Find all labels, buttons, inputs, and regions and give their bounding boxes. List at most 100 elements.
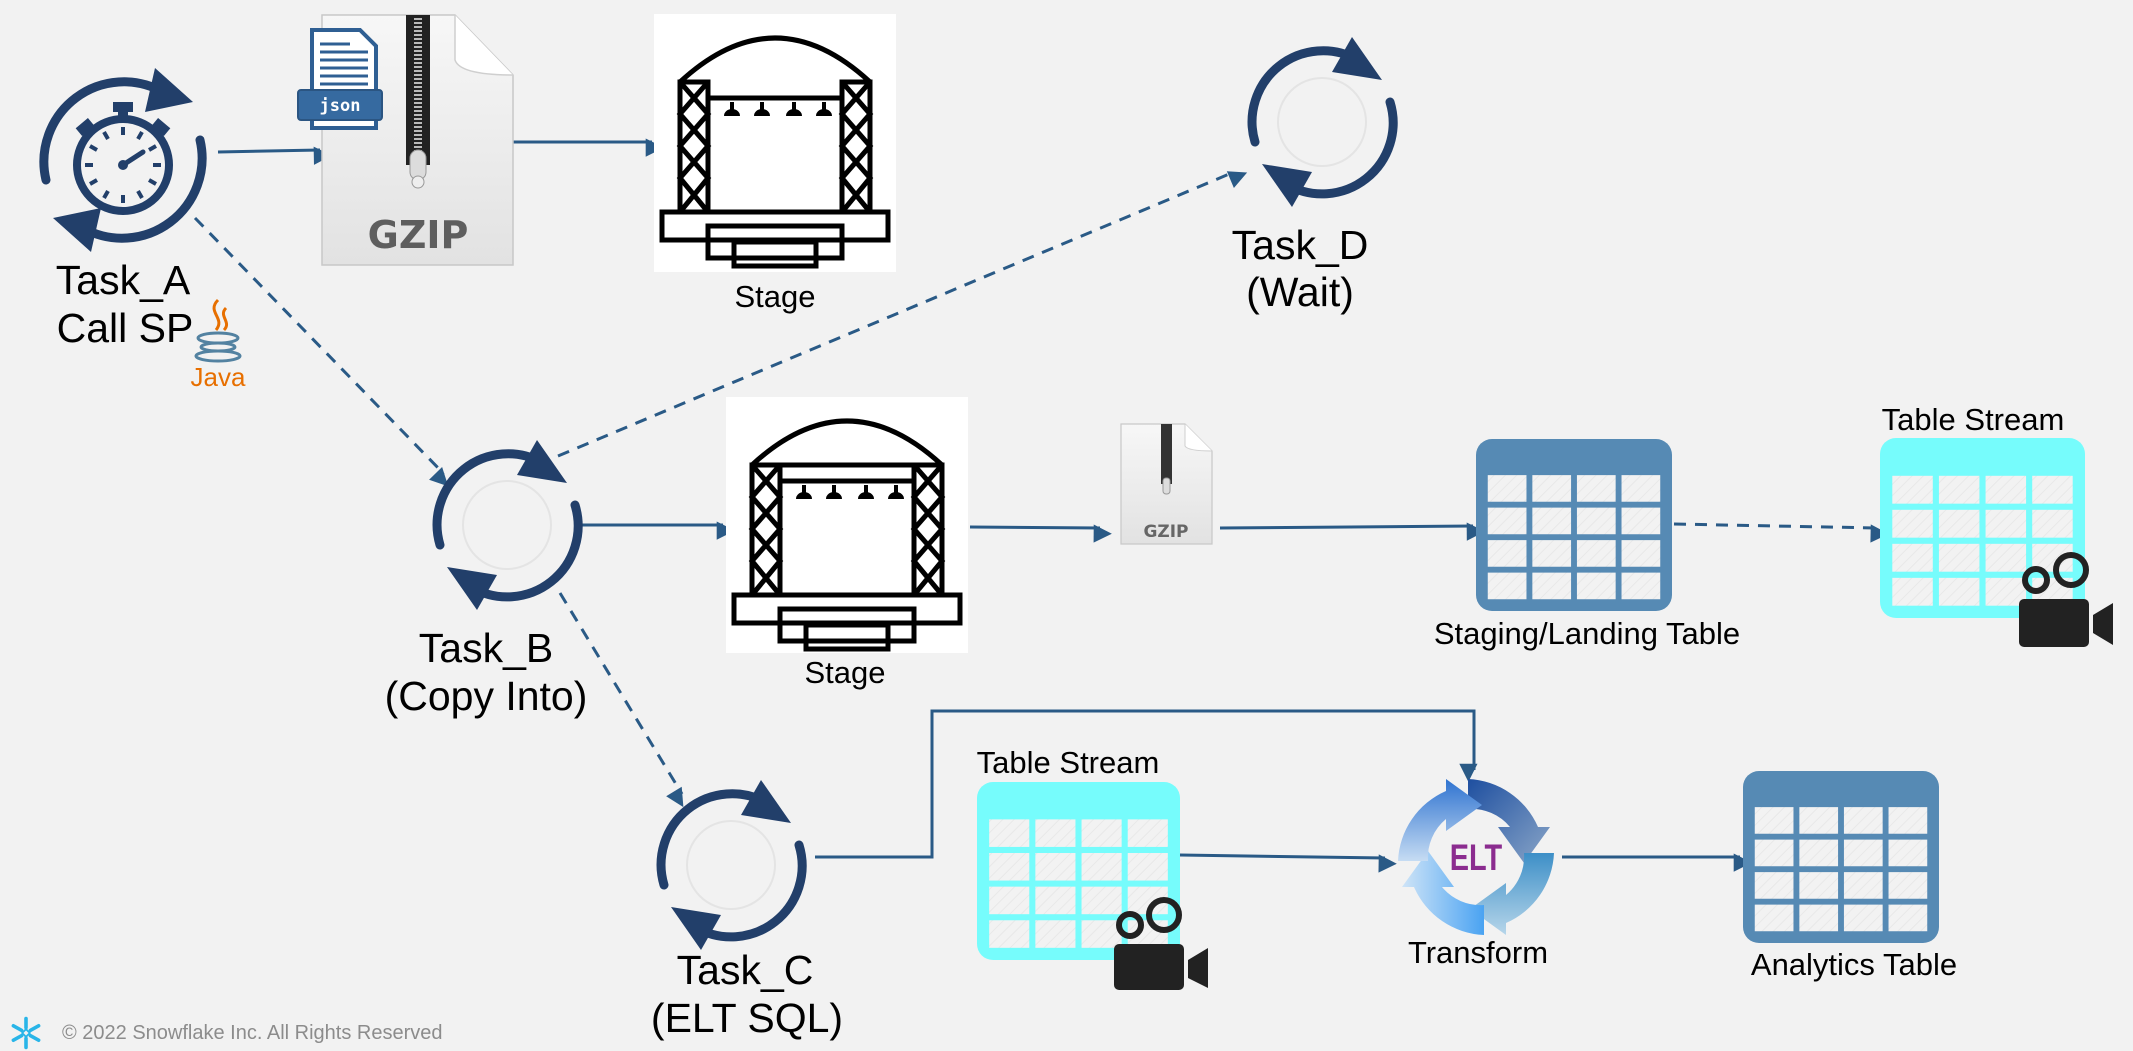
table-icon-cell [1532,475,1572,502]
task-a-title: Task_A [56,257,191,303]
table-icon-cell [1938,509,1980,538]
table-icon-cell [1081,920,1122,948]
cycle-icon [1247,37,1398,207]
table-icon-cell [1985,543,2027,572]
elt-cycle-icon: ELT [1398,779,1554,935]
table-icon-cell [1892,475,1933,504]
snowflake-logo-icon [11,1016,41,1050]
json-file-label: json [320,96,361,116]
task-a-node[interactable] [39,68,207,252]
table-icon-cell [1985,509,2027,538]
stream-bottom-node[interactable] [977,782,1180,960]
edge-taskB-to-taskD [557,170,1248,458]
table-icon-cell [2032,475,2073,504]
json-file-icon: json [297,28,383,130]
java-logo-icon: Java [191,298,246,392]
table-icon-cell [1888,807,1928,834]
task-d-node[interactable] [1247,37,1398,207]
table-icon-cell [1843,839,1883,867]
stage-mid-label: Stage [804,655,885,690]
table-icon-cell [1888,904,1928,932]
table-icon-cell [1621,507,1661,535]
table-icon-cell [1621,540,1661,567]
table-icon-cell [1127,819,1168,847]
staging-table-node[interactable] [1476,439,1672,611]
task-b-node[interactable] [432,440,583,610]
table-icon-cell [1035,819,1076,847]
stage-icon [726,397,968,653]
table-icon-cell [1035,853,1076,881]
connectors [193,138,1889,873]
transform-node[interactable]: ELT [1398,779,1554,935]
table-icon-cell [1576,540,1616,567]
analytics-table-node[interactable] [1743,771,1939,943]
table-icon-cell [1754,807,1794,834]
table-icon-cell [1532,507,1572,535]
table-icon-cell [1576,507,1616,535]
edge-gzip-small-to-staging [1219,522,1485,541]
table-icon-cell [1892,577,1933,606]
table-icon-cell [1985,475,2027,504]
java-logo-text: Java [191,362,246,392]
table-icon-cell [1576,572,1616,600]
gzip-small-label: GZIP [1143,522,1188,542]
table-icon-cell [1576,475,1616,502]
edge-taskA-to-gzip [217,146,333,165]
edge-taskB-to-taskC [558,592,684,808]
table-icon-cell [1892,509,1933,538]
table-icon-cell [1532,572,1572,600]
edge-taskA-to-taskB [193,216,449,487]
stream-top-label: Table Stream [1882,402,2065,437]
stream-top-node[interactable] [1880,438,2085,618]
gzip-archive-small[interactable]: GZIP [1120,423,1213,545]
table-icon-cell [1487,507,1527,535]
task-c-subtitle: (ELT SQL) [651,995,843,1041]
stage-mid-node[interactable] [726,397,968,653]
edge-taskC-to-transform [815,709,1478,859]
table-icon-cell [1985,577,2027,606]
task-c-title: Task_C [677,947,814,993]
table-icon-cell [1843,807,1883,834]
transform-label: Transform [1408,935,1548,970]
table-icon-cell [1888,839,1928,867]
stage-icon [654,14,896,272]
table-icon-cell [989,819,1030,847]
table-icon-cell [1487,475,1527,502]
table-icon-cell [989,886,1030,915]
cycle-icon [432,440,583,610]
table-icon-cell [2032,509,2073,538]
task-c-node[interactable] [656,780,807,950]
table-icon-cell [1532,540,1572,567]
stopwatch-cycle-icon [39,68,207,252]
table-icon-cell [1799,839,1839,867]
task-b-subtitle: (Copy Into) [385,673,588,719]
edge-staging-to-stream-top [1673,522,1889,543]
table-icon-cell [1938,475,1980,504]
table-icon-cell [1487,540,1527,567]
edge-stream-bottom-to-transform [1179,853,1397,873]
task-a-subtitle: Call SP [57,305,194,351]
table-icon-cell [1621,475,1661,502]
gzip-large-label: GZIP [368,213,469,257]
table-icon-cell [1081,853,1122,881]
stage-top-label: Stage [734,279,815,314]
table-icon-cell [1621,572,1661,600]
table-icon-cell [1892,543,1933,572]
table-icon-cell [1938,543,1980,572]
table-icon-cell [1035,920,1076,948]
table-icon-cell [1799,807,1839,834]
gzip-archive-large[interactable]: GZIP [321,14,514,266]
table-icon-cell [1843,872,1883,899]
table-icon-cell [1888,872,1928,899]
table-icon-cell [1754,839,1794,867]
table-icon-cell [1799,872,1839,899]
stage-top-node[interactable] [654,14,896,272]
table-icon-cell [989,920,1030,948]
staging-table-label: Staging/Landing Table [1434,616,1740,651]
copyright-footer: © 2022 Snowflake Inc. All Rights Reserve… [62,1022,443,1044]
edge-stage-mid-to-gzip-small [969,524,1112,543]
analytics-table-label: Analytics Table [1751,947,1957,982]
stream-bottom-label: Table Stream [977,745,1160,780]
task-d-title: Task_D [1232,222,1369,268]
